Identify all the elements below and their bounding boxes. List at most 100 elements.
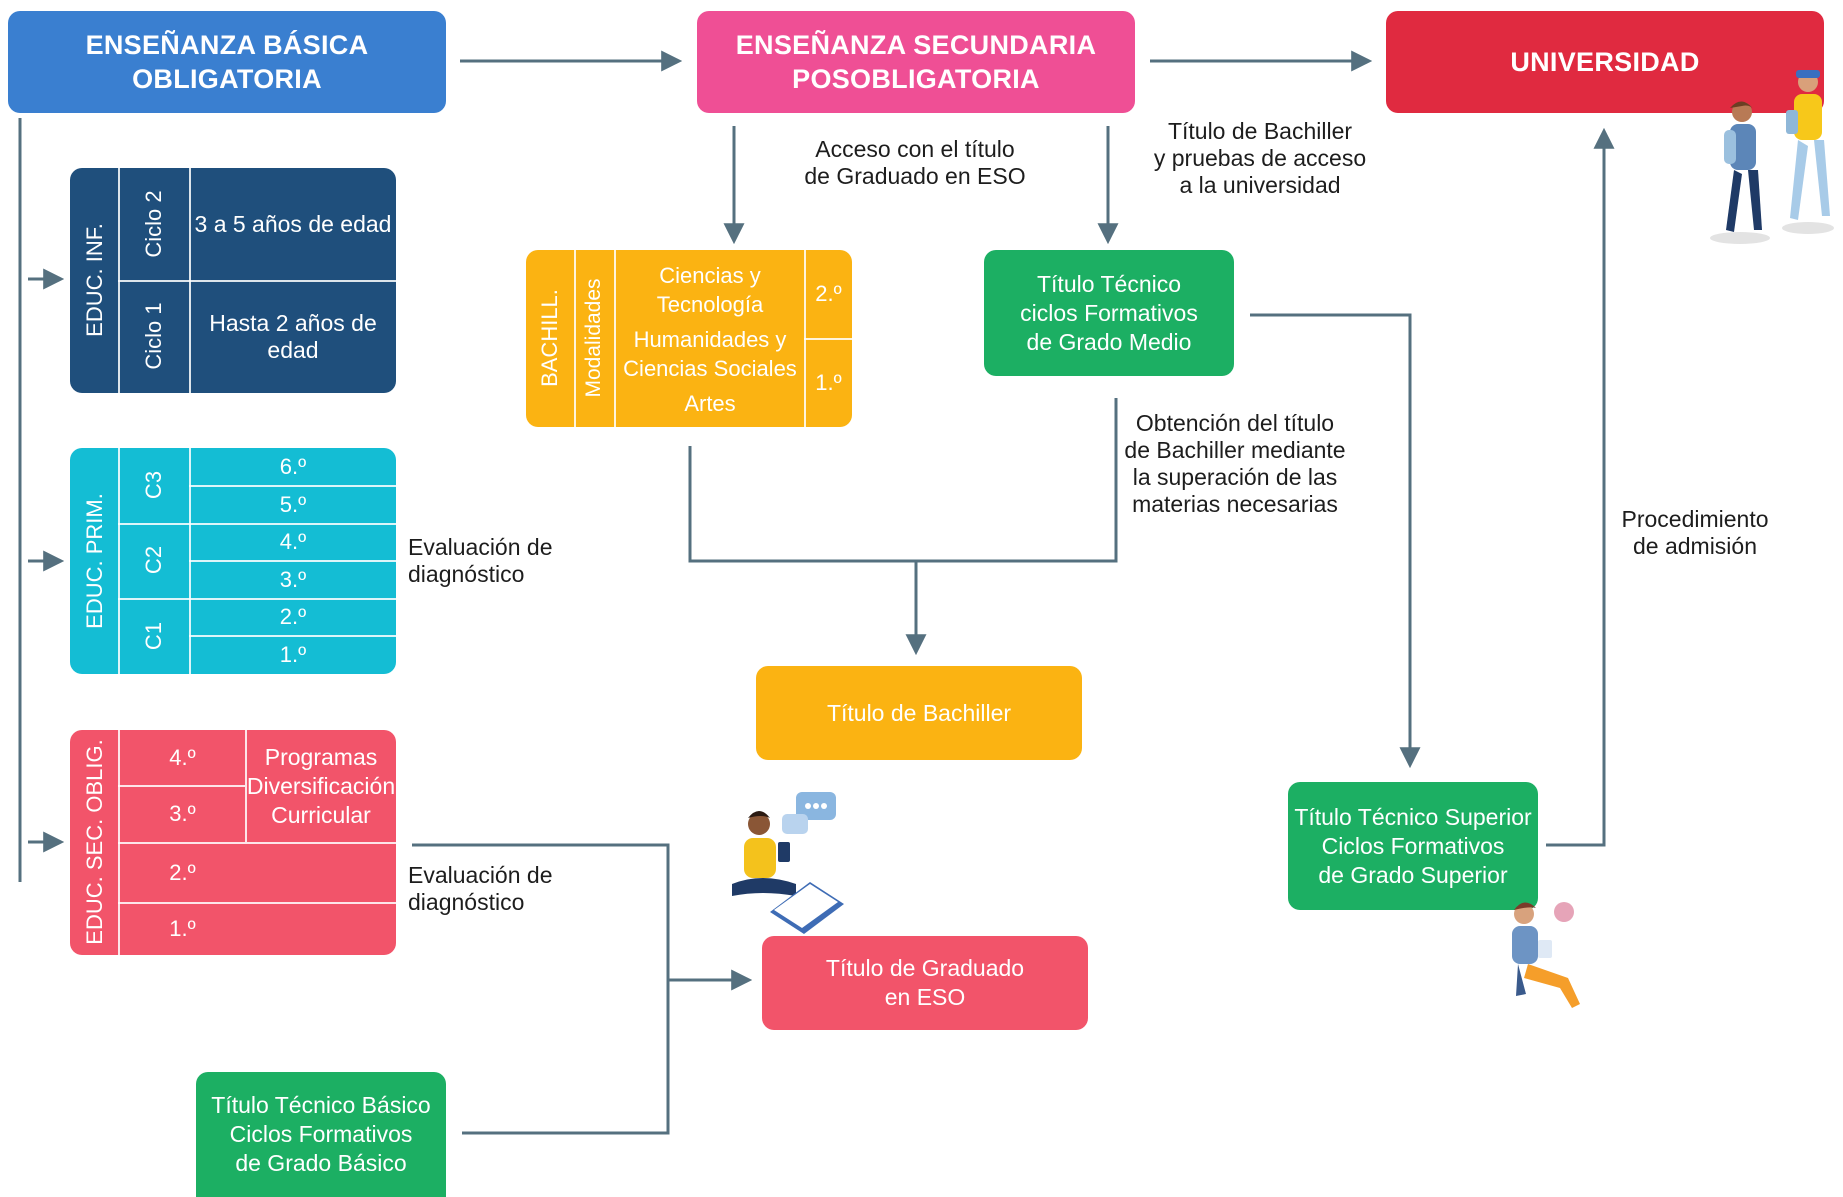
acceso-eso-line1: Acceso con el título xyxy=(815,136,1015,162)
admision-line2: de admisión xyxy=(1632,533,1758,559)
primaria-grade-divider-3 xyxy=(189,635,396,637)
infantil-ciclo2: Ciclo 2 xyxy=(141,190,166,258)
tecnico-superior-line3: de Grado Superior xyxy=(1318,861,1508,888)
primaria-c1: C1 xyxy=(141,621,166,651)
primaria-grade-divider-2 xyxy=(189,560,396,562)
tecnico-superior-line1: Título Técnico Superior xyxy=(1294,803,1532,830)
primaria-grade-3: 3.º xyxy=(279,566,307,592)
eso-divider-2 xyxy=(245,730,247,842)
titulo-tecnico-superior: Título Técnico Superior Ciclos Formativo… xyxy=(1288,782,1538,910)
primaria-divider-1 xyxy=(118,448,120,674)
primaria-grade-1: 1.º xyxy=(279,642,307,667)
tecnico-medio-line1: Título Técnico xyxy=(1036,270,1182,297)
tecnico-superior-line2: Ciclos Formativos xyxy=(1321,832,1505,859)
header-ensenanza-basica: ENSEÑANZA BÁSICA OBLIGATORIA xyxy=(8,11,446,113)
eso-programas-line1: Programas xyxy=(264,743,378,770)
eso-grade-4: 4.º xyxy=(169,744,196,770)
obtencion-line3: la superación de las xyxy=(1132,464,1338,490)
primaria-c2: C2 xyxy=(141,545,166,575)
bach-item-ciencias-2: Tecnología xyxy=(656,291,764,317)
primaria-cycle-divider-1 xyxy=(118,523,396,525)
primaria-c3: C3 xyxy=(141,470,166,500)
student-reading-illustration xyxy=(732,792,844,934)
primaria-grade-6: 6.º xyxy=(279,453,307,479)
eso-label: EDUC. SEC. OBLIG. xyxy=(82,739,107,945)
header-universidad-label: UNIVERSIDAD xyxy=(1510,47,1700,77)
bach-item-ciencias-1: Ciencias y xyxy=(659,262,761,288)
acceso-eso-line2: de Graduado en ESO xyxy=(804,163,1026,189)
line-eso-to-graduado xyxy=(412,843,670,1135)
tecnico-basico-line2: Ciclos Formativos xyxy=(229,1121,413,1147)
infantil-block: EDUC. INF. Ciclo 2 Ciclo 1 3 a 5 años de… xyxy=(70,168,396,393)
bach-divider-2 xyxy=(614,250,616,427)
label-obtencion-bachiller: Obtención del título de Bachiller median… xyxy=(1120,410,1350,518)
header-basica-line1: ENSEÑANZA BÁSICA xyxy=(85,30,369,60)
bachillerato-block: BACHILL. Modalidades Ciencias y Tecnolog… xyxy=(526,250,852,427)
graduado-eso-line1: Título de Graduado xyxy=(825,955,1025,981)
primaria-grade-5: 5.º xyxy=(279,491,307,517)
eso-grade-1: 1.º xyxy=(169,916,196,941)
arrow-tecnico-medio-to-superior xyxy=(1250,313,1421,769)
primaria-grade-divider-1 xyxy=(189,485,396,487)
titulo-bachiller: Título de Bachiller xyxy=(756,666,1082,760)
infantil-label: EDUC. INF. xyxy=(82,223,107,337)
eso-grade-3: 3.º xyxy=(169,801,196,826)
titulo-graduado-eso: Título de Graduado en ESO xyxy=(762,936,1088,1030)
bach-grade-2: 2.º xyxy=(815,281,842,306)
eso-programas-diversificacion: Programas Diversificación Curricular xyxy=(246,730,396,842)
bach-grade-divider xyxy=(804,338,852,340)
acceso-universidad-line3: a la universidad xyxy=(1179,172,1341,198)
eso-grade-2: 2.º xyxy=(169,859,196,885)
obtencion-line4: materias necesarias xyxy=(1132,491,1338,517)
infantil-row-divider xyxy=(118,280,396,282)
label-procedimiento-admision: Procedimiento de admisión xyxy=(1605,506,1785,560)
titulo-tecnico-medio: Título Técnico ciclos Formativos de Grad… xyxy=(984,250,1234,376)
tecnico-basico-line3: de Grado Básico xyxy=(235,1150,407,1176)
tecnico-medio-line2: ciclos Formativos xyxy=(1020,299,1198,326)
bach-grade-1: 1.º xyxy=(815,370,842,395)
arrow-superior-to-universidad xyxy=(1546,127,1615,847)
header-secundaria-line2: POSOBLIGATORIA xyxy=(792,64,1040,94)
header-secundaria-line1: ENSEÑANZA SECUNDARIA xyxy=(735,30,1097,60)
eso-grade-divider-3 xyxy=(118,902,396,904)
bach-divider-1 xyxy=(574,250,576,427)
tecnico-basico-line1: Título Técnico Básico xyxy=(211,1092,431,1118)
bachillerato-label: BACHILL. xyxy=(537,289,562,387)
infantil-ciclo1-text: Hasta 2 años de edad xyxy=(209,309,377,363)
obtencion-line2: de Bachiller mediante xyxy=(1124,437,1346,463)
bach-item-artes: Artes xyxy=(684,390,736,416)
line-bachillerato-to-titulo-bachiller xyxy=(688,398,1118,563)
titulo-bachiller-label: Título de Bachiller xyxy=(826,699,1012,726)
eso-grade-divider-2 xyxy=(118,842,396,844)
label-acceso-universidad: Título de Bachiller y pruebas de acceso … xyxy=(1150,118,1370,199)
infantil-ciclo2-text: 3 a 5 años de edad xyxy=(194,210,392,237)
label-acceso-graduado-eso: Acceso con el título de Graduado en ESO xyxy=(800,136,1030,190)
acceso-universidad-line1: Título de Bachiller xyxy=(1167,118,1353,144)
bachillerato-modalidades-list: Ciencias y Tecnología Humanidades y Cien… xyxy=(616,254,804,424)
infantil-ciclo1: Ciclo 1 xyxy=(141,302,166,370)
admision-line1: Procedimiento xyxy=(1621,506,1769,532)
primaria-block: EDUC. PRIM. C3 C2 C1 6.º 5.º 4.º 3.º 2.º… xyxy=(70,448,396,674)
bachillerato-modalidades: Modalidades xyxy=(582,278,605,398)
eso-grade-divider-1 xyxy=(118,785,245,787)
primaria-cycle-divider-2 xyxy=(118,598,396,600)
students-walking-illustration xyxy=(1710,70,1834,244)
header-universidad: UNIVERSIDAD xyxy=(1386,11,1824,113)
titulo-tecnico-basico: Título Técnico Básico Ciclos Formativos … xyxy=(196,1072,446,1197)
graduado-eso-line2: en ESO xyxy=(884,984,966,1010)
header-ensenanza-secundaria: ENSEÑANZA SECUNDARIA POSOBLIGATORIA xyxy=(697,11,1135,113)
acceso-universidad-line2: y pruebas de acceso xyxy=(1153,145,1367,171)
primaria-grade-4: 4.º xyxy=(279,529,307,554)
primaria-label: EDUC. PRIM. xyxy=(82,493,107,629)
eso-programas-line3: Curricular xyxy=(271,801,371,828)
bach-item-humanidades-2: Ciencias Sociales xyxy=(623,355,797,381)
bach-item-humanidades-1: Humanidades y xyxy=(633,326,787,352)
student-sitting-illustration xyxy=(1512,902,1580,1008)
eso-programas-line2: Diversificación xyxy=(246,772,396,799)
primaria-grade-2: 2.º xyxy=(279,604,307,629)
tecnico-medio-line3: de Grado Medio xyxy=(1026,328,1192,355)
eso-block: EDUC. SEC. OBLIG. 4.º 3.º 2.º 1.º Progra… xyxy=(70,730,396,955)
header-basica-line2: OBLIGATORIA xyxy=(132,64,322,94)
